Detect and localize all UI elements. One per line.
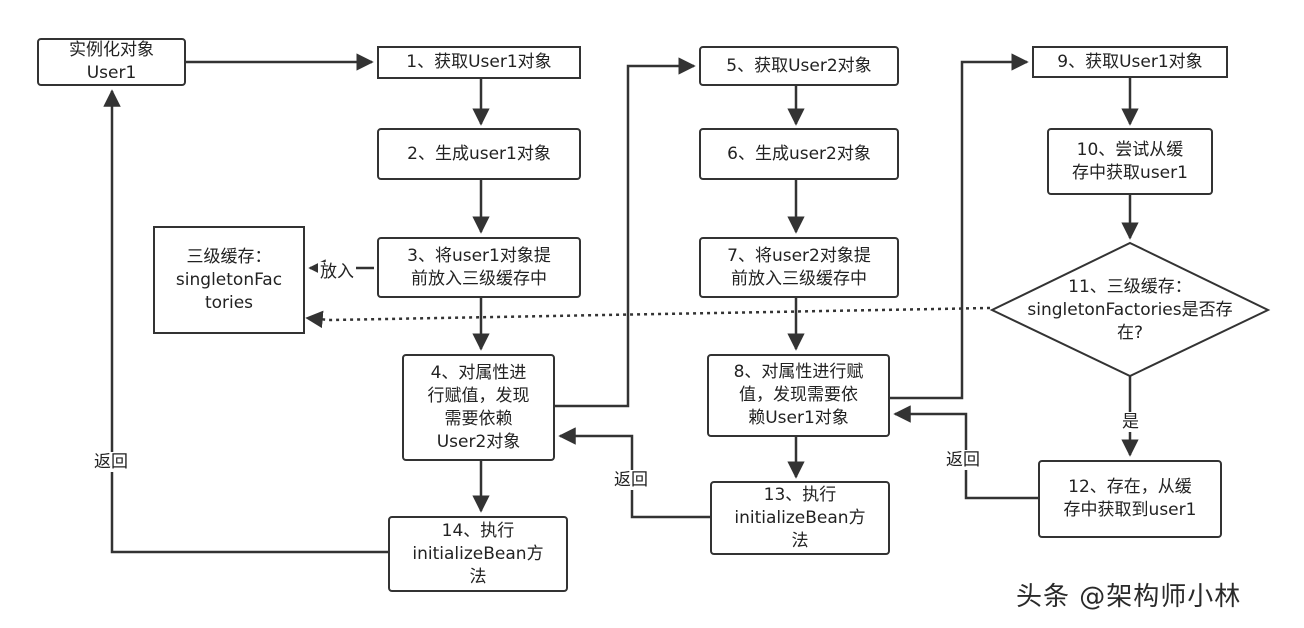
node-step-11-label: 11、三级缓存： singletonFactories是否存 在? — [1027, 276, 1233, 343]
edge-label-put-in: 放入 — [318, 262, 356, 282]
edge-label-return-left: 返回 — [92, 452, 130, 472]
node-step-7: 7、将user2对象提 前放入三级缓存中 — [699, 237, 899, 298]
edge-s8-to-s9 — [890, 53, 1029, 400]
node-cache-singleton-factories: 三级缓存： singletonFac tories — [153, 226, 305, 334]
node-step-9: 9、获取User1对象 — [1032, 46, 1228, 78]
node-step-1: 1、获取User1对象 — [377, 46, 581, 79]
node-step-2: 2、生成user1对象 — [377, 128, 581, 180]
node-step-4: 4、对属性进 行赋值，发现 需要依赖 User2对象 — [402, 354, 555, 461]
node-step-10: 10、尝试从缓 存中获取user1 — [1047, 128, 1213, 195]
node-step-14: 14、执行 initializeBean方 法 — [388, 516, 568, 592]
edge-label-return-mid: 返回 — [612, 470, 650, 490]
node-step-12: 12、存在，从缓 存中获取到user1 — [1038, 460, 1222, 538]
decision-diamond-s11 — [989, 241, 1271, 378]
edge-label-return-right: 返回 — [944, 450, 982, 470]
node-step-13: 13、执行 initializeBean方 法 — [710, 481, 890, 555]
watermark-text: 头条 @架构师小林 — [1016, 582, 1242, 612]
node-step-8: 8、对属性进行赋 值，发现需要依 赖User1对象 — [707, 354, 890, 437]
edge-s14-to-instantiate — [103, 89, 388, 554]
node-step-5: 5、获取User2对象 — [699, 46, 899, 86]
node-step-3: 3、将user1对象提 前放入三级缓存中 — [377, 237, 581, 298]
edge-s4-to-s5 — [555, 57, 696, 408]
node-step-6: 6、生成user2对象 — [699, 128, 899, 180]
node-instantiate-user1: 实例化对象 User1 — [37, 38, 186, 86]
edge-s11-to-cache-dotted — [305, 306, 991, 329]
edge-label-yes: 是 — [1120, 412, 1141, 432]
